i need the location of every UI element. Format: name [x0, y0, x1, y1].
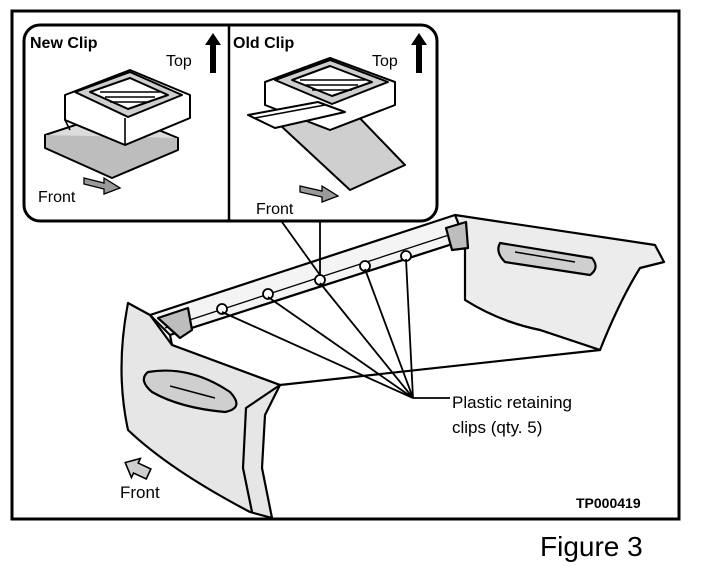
front-arrow-icon — [124, 457, 152, 480]
new-clip-title: New Clip — [30, 35, 98, 52]
bumper-left-end — [120, 301, 282, 520]
new-clip-top-label: Top — [166, 53, 192, 70]
left-mount-bracket — [156, 306, 194, 340]
inset-connector-lines — [281, 221, 321, 276]
callout-leader-lines — [221, 258, 450, 399]
bumper-illustration — [120, 213, 666, 520]
clip-comparison-inset: New Clip Top Front Old Clip Top — [22, 23, 439, 223]
figure-border — [10, 9, 681, 521]
bumper-left-edge — [241, 384, 281, 513]
figure-caption: Figure 3 — [540, 531, 643, 562]
up-arrow-icon — [411, 33, 427, 73]
retaining-clip-holes — [216, 250, 412, 315]
old-clip-title: Old Clip — [233, 35, 295, 52]
direction-arrow-icon — [83, 176, 122, 195]
old-clip-top-label: Top — [372, 53, 398, 70]
old-clip-front-label: Front — [256, 201, 294, 218]
front-label: Front — [120, 483, 160, 502]
up-arrow-icon — [205, 33, 221, 73]
clip-hole-1 — [216, 303, 228, 315]
bumper-main-face — [168, 238, 602, 387]
new-clip-illustration — [44, 69, 191, 179]
clip-hole-2 — [262, 288, 274, 300]
callout-line-1: Plastic retaining — [452, 393, 572, 412]
figure-code: TP000419 — [576, 495, 641, 511]
right-mount-bracket — [444, 220, 470, 252]
new-clip-front-label: Front — [38, 189, 76, 206]
bumper-right-recess — [497, 241, 597, 277]
old-clip-illustration — [247, 57, 406, 191]
callout-line-2: clips (qty. 5) — [452, 418, 542, 437]
direction-arrow-icon — [299, 184, 340, 203]
